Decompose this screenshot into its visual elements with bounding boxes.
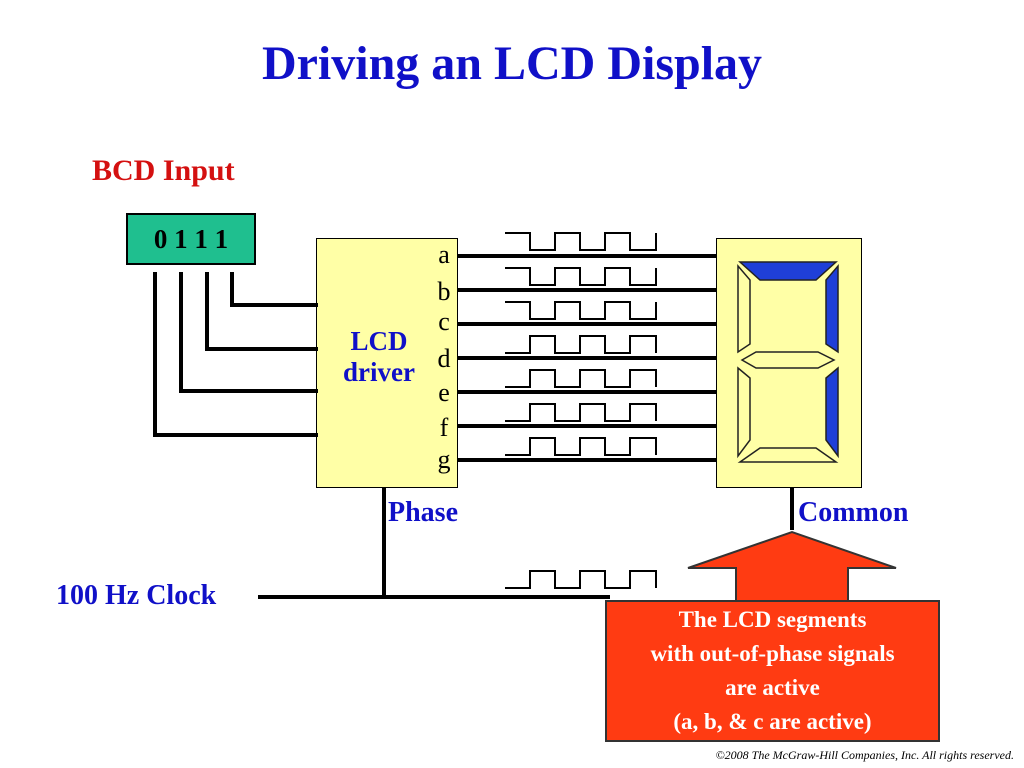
digit-segment-g [740, 351, 836, 369]
callout-line4: (a, b, & c are active) [673, 709, 872, 734]
lcd-driver-label-line1: LCD [350, 326, 408, 356]
lcd-driver-label: LCD driver [316, 326, 442, 388]
callout-line1: The LCD segments [678, 607, 867, 632]
digit-segment-c [825, 366, 839, 459]
copyright-notice: ©2008 The McGraw-Hill Companies, Inc. Al… [715, 748, 1014, 762]
segment-letter-d: d [437, 344, 451, 373]
waveform-d [505, 335, 657, 354]
bcd-wire-bit3 [153, 272, 318, 437]
lcd-driver-box [316, 238, 458, 488]
digit-segment-d [737, 447, 839, 463]
waveform-f [505, 403, 657, 422]
waveform-e [505, 369, 657, 388]
digit-segment-f [737, 263, 751, 354]
waveform-clock [505, 570, 657, 589]
segment-letter-c: c [438, 307, 450, 336]
segment-letter-e: e [438, 378, 450, 407]
segment-letter-a: a [438, 240, 450, 269]
waveform-c [505, 301, 657, 320]
segment-letter-f: f [439, 413, 449, 442]
bcd-wire-bit0 [230, 272, 318, 307]
segment-letter-b: b [437, 277, 451, 306]
bcd-wire-bit2 [179, 272, 318, 393]
bcd-input-box: 0 1 1 1 [126, 213, 256, 265]
callout-line2: with out-of-phase signals [650, 641, 895, 666]
phase-label: Phase [388, 497, 458, 528]
clock-label: 100 Hz Clock [56, 580, 217, 611]
digit-segment-e [737, 366, 751, 459]
common-label: Common [798, 497, 909, 528]
bcd-input-label: BCD Input [92, 154, 235, 187]
callout-arrow [687, 530, 897, 603]
segment-letter-g: g [437, 445, 451, 474]
lcd-driver-label-line2: driver [343, 357, 415, 387]
digit-segment-b [825, 263, 839, 354]
waveform-b [505, 267, 657, 286]
waveform-g [505, 437, 657, 456]
waveform-a [505, 232, 657, 251]
digit-segment-a [738, 261, 838, 281]
callout-line3: are active [725, 675, 820, 700]
callout-box: The LCD segments with out-of-phase signa… [605, 600, 940, 742]
page-title: Driving an LCD Display [261, 37, 763, 90]
bcd-wire-bit1 [205, 272, 318, 351]
